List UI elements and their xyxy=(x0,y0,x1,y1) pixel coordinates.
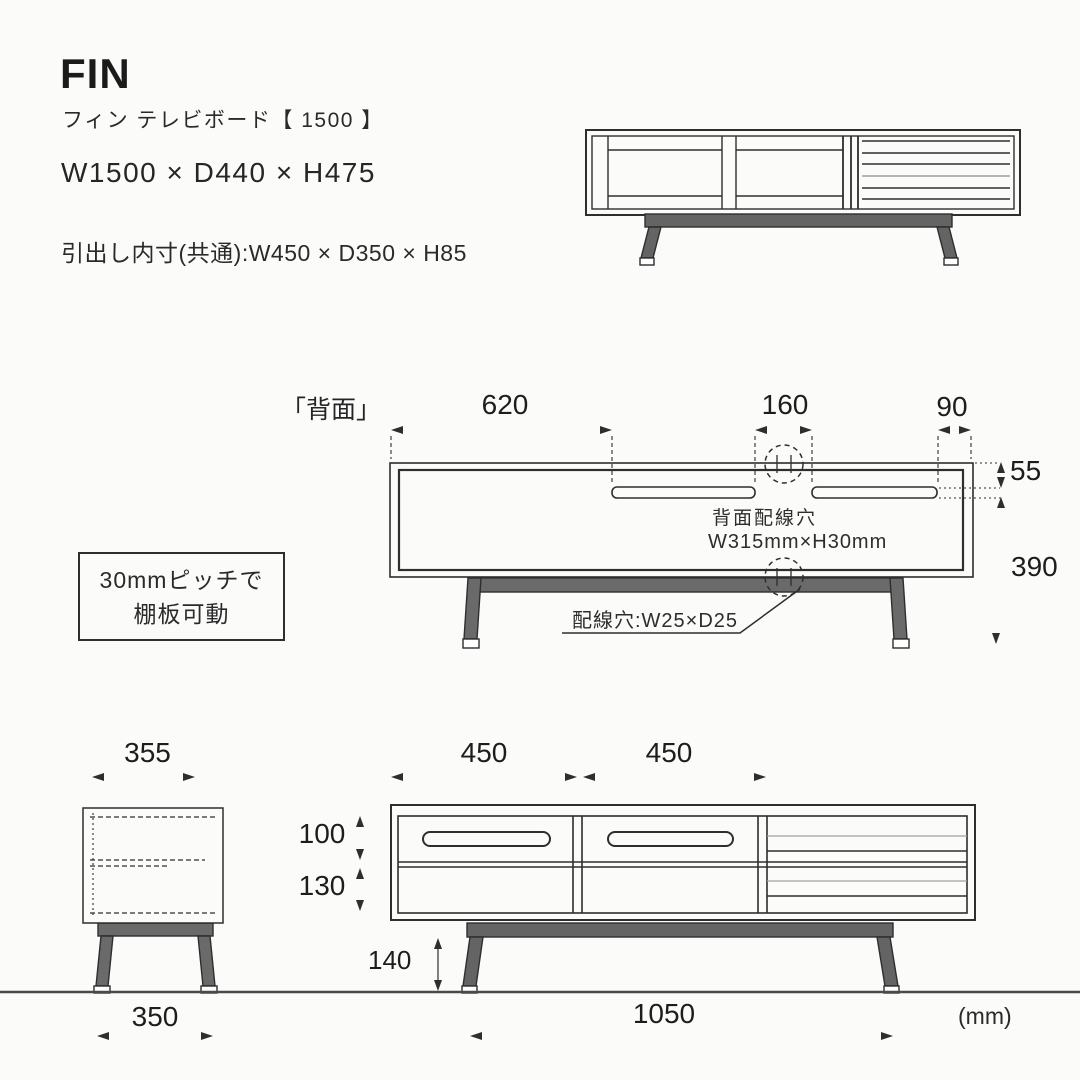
dim-160: 160 xyxy=(761,389,809,420)
wiring-slot-right xyxy=(811,486,938,499)
rear-dotted-extensions xyxy=(939,462,1004,499)
side-view-hidden-lines xyxy=(90,816,217,914)
rear-vertical-arrows xyxy=(992,462,1005,644)
dim-1050: 1050 xyxy=(632,998,696,1029)
dim-620: 620 xyxy=(481,389,529,420)
front-view xyxy=(390,804,976,994)
dim-130: 130 xyxy=(298,870,346,901)
cable-hole-bottom xyxy=(764,557,804,597)
dim-350: 350 xyxy=(131,1001,179,1032)
wire-hole-note: 配線穴:W25×D25 xyxy=(572,610,739,632)
rear-view-legs xyxy=(462,577,910,649)
rear-view-label: 「背面」 xyxy=(281,396,382,424)
dim-390: 390 xyxy=(1011,551,1058,582)
product-subtitle: フィン テレビボード【 1500 】 xyxy=(62,109,384,132)
rear-extension-lines xyxy=(390,436,972,483)
front-view-legs xyxy=(461,922,900,994)
back-wiring-hole-size: W315mm×H30mm xyxy=(708,531,888,553)
wire-hole-leader-line xyxy=(562,588,801,634)
dim-55: 55 xyxy=(1010,455,1042,486)
overall-dimensions: W1500 × D440 × H475 xyxy=(61,157,376,188)
dim-90: 90 xyxy=(936,391,968,422)
drawer-handle-left xyxy=(422,831,551,847)
dim-140: 140 xyxy=(368,945,412,975)
shelf-pitch-note-box: 30mmピッチで 棚板可動 xyxy=(78,552,285,641)
rear-dimensions xyxy=(390,426,1005,644)
dim-450-left: 450 xyxy=(460,737,508,768)
wiring-slot-left xyxy=(611,486,756,499)
shelf-pitch-note-line1: 30mmピッチで xyxy=(99,566,264,593)
drawer-handle-right xyxy=(607,831,734,847)
dim-450-right: 450 xyxy=(645,737,693,768)
product-title: FIN xyxy=(60,50,131,97)
shelf-pitch-note-line2: 棚板可動 xyxy=(133,600,230,627)
back-wiring-hole-label: 背面配線穴 xyxy=(712,508,818,529)
bottom-dimensions xyxy=(92,773,893,1040)
side-view xyxy=(82,807,224,994)
rear-view xyxy=(389,444,974,649)
front-elevation-legs xyxy=(639,213,959,266)
side-view-legs xyxy=(93,922,218,994)
dim-100: 100 xyxy=(298,818,346,849)
cable-hole-top xyxy=(764,444,804,484)
unit-label: (mm) xyxy=(958,1003,1012,1029)
drawer-inner-dimensions: 引出し内寸(共通):W450 × D350 × H85 xyxy=(61,240,467,266)
front-view-slats xyxy=(767,835,967,897)
front-elevation-view xyxy=(585,129,1021,266)
dim-355: 355 xyxy=(124,737,171,768)
rear-dim-arrows xyxy=(391,426,971,434)
